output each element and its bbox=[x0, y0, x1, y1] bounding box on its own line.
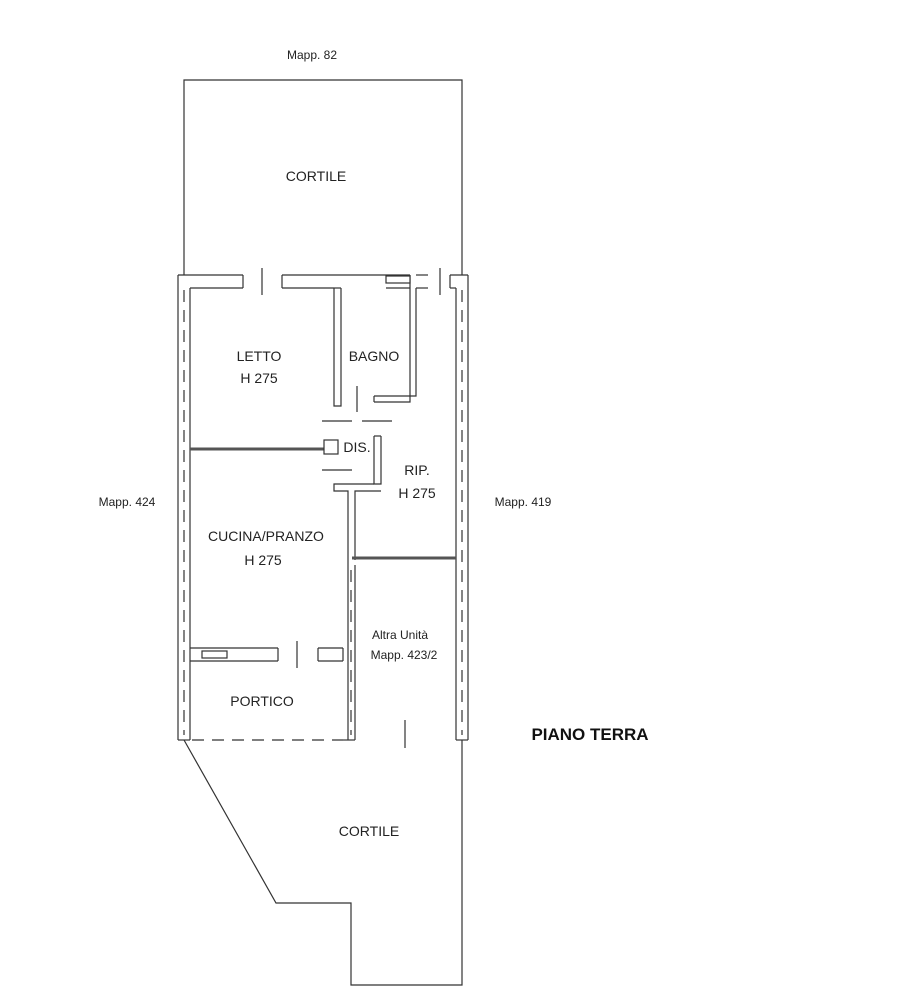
bedroom-kitchen-partition bbox=[190, 439, 352, 471]
other-unit-partition bbox=[343, 556, 456, 748]
neighbor-east-label: Mapp. 419 bbox=[495, 495, 552, 509]
room-letto-name: LETTO bbox=[237, 348, 282, 364]
other-unit-name: Altra Unità bbox=[372, 628, 428, 642]
exterior-walls bbox=[177, 268, 469, 741]
neighbor-north-label: Mapp. 82 bbox=[287, 48, 337, 62]
courtyard-south-outline bbox=[183, 739, 463, 986]
courtyard-north-outline bbox=[183, 79, 463, 275]
room-rip-height: H 275 bbox=[398, 485, 436, 501]
hallway-walls bbox=[333, 435, 382, 560]
area-dis-label: DIS. bbox=[343, 439, 370, 455]
room-bagno-name: BAGNO bbox=[349, 348, 400, 364]
area-portico-label: PORTICO bbox=[230, 693, 294, 709]
neighbor-west-label: Mapp. 424 bbox=[99, 495, 156, 509]
kitchen-portico-wall bbox=[190, 641, 344, 668]
courtyard-south-label: CORTILE bbox=[339, 823, 399, 839]
room-cucina-name: CUCINA/PRANZO bbox=[208, 528, 324, 544]
floor-title: PIANO TERRA bbox=[531, 725, 648, 744]
room-letto-height: H 275 bbox=[240, 370, 278, 386]
bathroom-walls bbox=[322, 287, 417, 422]
room-rip-name: RIP. bbox=[404, 462, 429, 478]
courtyard-north-label: CORTILE bbox=[286, 168, 346, 184]
room-cucina-height: H 275 bbox=[244, 552, 282, 568]
other-unit-ref: Mapp. 423/2 bbox=[371, 648, 438, 662]
